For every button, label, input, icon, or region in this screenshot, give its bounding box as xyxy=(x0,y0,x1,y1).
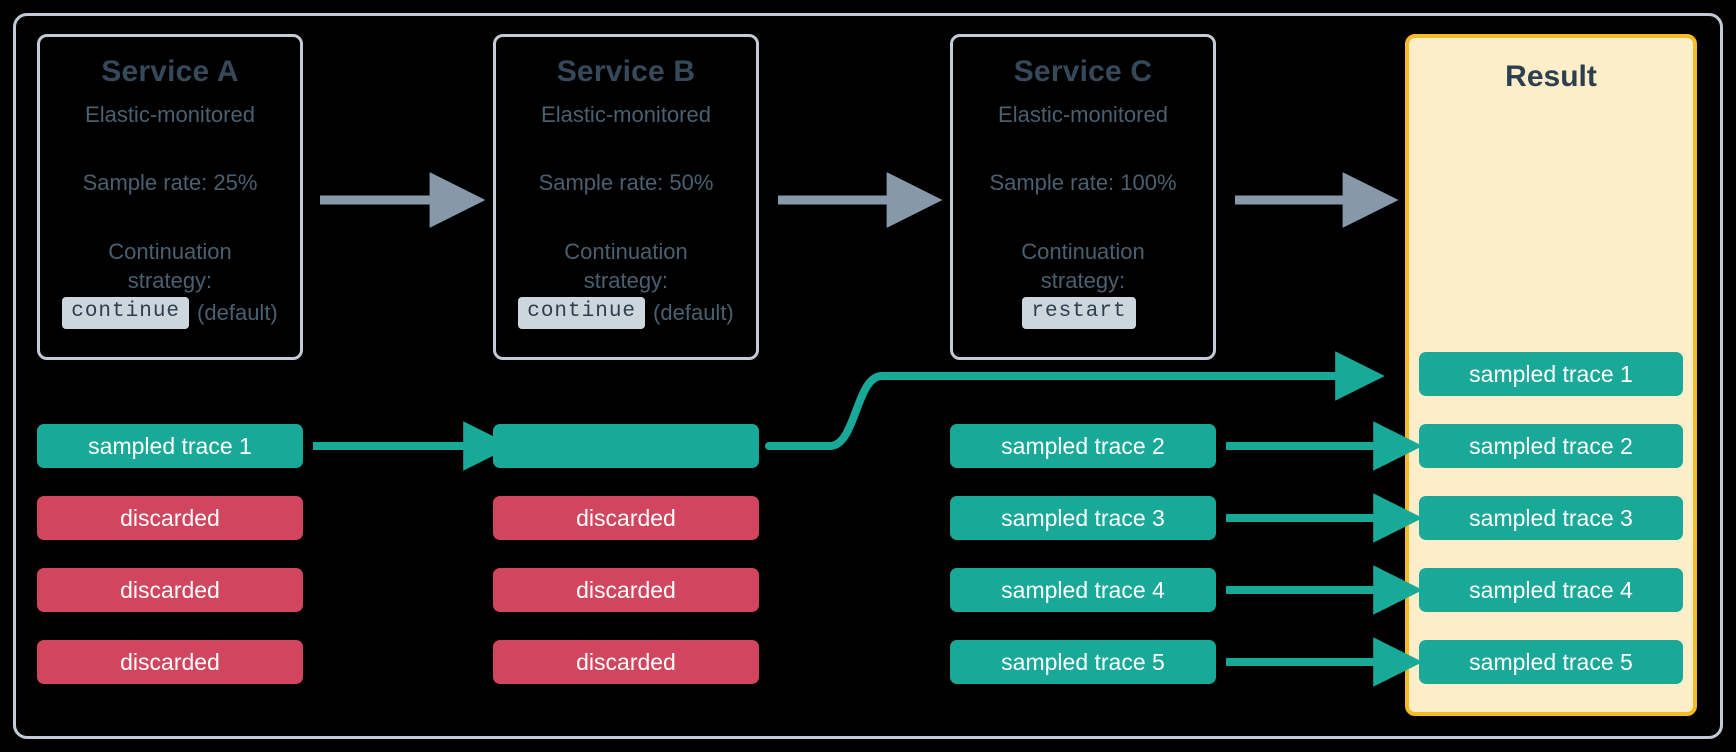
trace-pill[interactable]: sampled trace 4 xyxy=(950,568,1216,612)
trace-pill[interactable] xyxy=(493,424,759,468)
trace-pill[interactable]: discarded xyxy=(493,640,759,684)
result-trace-pill[interactable]: sampled trace 3 xyxy=(1419,496,1683,540)
result-trace-pill[interactable]: sampled trace 2 xyxy=(1419,424,1683,468)
service-card-c[interactable]: Service C Elastic-monitored Sample rate:… xyxy=(950,34,1216,360)
strategy-label-line-1: Continuation xyxy=(108,238,232,264)
service-monitored-label: Elastic-monitored xyxy=(85,102,255,127)
trace-pill-label: sampled trace 3 xyxy=(1001,504,1165,531)
trace-pill-label: discarded xyxy=(576,504,676,531)
result-trace-pill[interactable]: sampled trace 5 xyxy=(1419,640,1683,684)
strategy-value-code: continue xyxy=(62,297,190,329)
trace-pill[interactable]: discarded xyxy=(493,496,759,540)
service-title: Service C xyxy=(1013,55,1153,88)
trace-pill[interactable]: sampled trace 3 xyxy=(950,496,1216,540)
trace-pill-label: discarded xyxy=(576,648,676,675)
service-monitored-label: Elastic-monitored xyxy=(541,102,711,127)
service-sample-rate: Sample rate: 100% xyxy=(989,170,1177,196)
strategy-label-line-1: Continuation xyxy=(1021,238,1145,264)
service-monitored-label: Elastic-monitored xyxy=(998,102,1168,127)
trace-pill-label: sampled trace 4 xyxy=(1001,576,1165,603)
service-continuation-strategy: Continuation strategy: restart xyxy=(1021,237,1145,329)
trace-pill[interactable]: discarded xyxy=(493,568,759,612)
result-title: Result xyxy=(1505,60,1597,93)
service-title: Service B xyxy=(556,55,696,88)
trace-pill-label: discarded xyxy=(120,648,220,675)
strategy-label-line-1: Continuation xyxy=(564,238,688,264)
strategy-value-row: restart xyxy=(1021,297,1145,329)
trace-pill-label: discarded xyxy=(120,504,220,531)
result-trace-label: sampled trace 4 xyxy=(1469,576,1633,603)
strategy-value-code: continue xyxy=(518,297,646,329)
result-trace-label: sampled trace 1 xyxy=(1469,360,1633,387)
trace-pill[interactable]: discarded xyxy=(37,496,303,540)
strategy-label-line-2: strategy: xyxy=(127,268,213,294)
result-trace-label: sampled trace 3 xyxy=(1469,504,1633,531)
service-card-a[interactable]: Service A Elastic-monitored Sample rate:… xyxy=(37,34,303,360)
trace-pill-label: sampled trace 5 xyxy=(1001,648,1165,675)
result-trace-label: sampled trace 2 xyxy=(1469,432,1633,459)
service-title: Service A xyxy=(101,55,239,88)
service-card-b[interactable]: Service B Elastic-monitored Sample rate:… xyxy=(493,34,759,360)
service-continuation-strategy: Continuation strategy: continue (default… xyxy=(518,237,734,329)
result-trace-pill[interactable]: sampled trace 4 xyxy=(1419,568,1683,612)
trace-pill[interactable]: sampled trace 1 xyxy=(37,424,303,468)
strategy-label-line-2: strategy: xyxy=(1040,268,1126,294)
strategy-default-note: (default) xyxy=(197,300,278,326)
result-trace-pill[interactable]: sampled trace 1 xyxy=(1419,352,1683,396)
strategy-value-code: restart xyxy=(1022,297,1136,329)
service-sample-rate: Sample rate: 25% xyxy=(82,170,258,196)
strategy-default-note: (default) xyxy=(653,300,734,326)
trace-pill[interactable]: discarded xyxy=(37,568,303,612)
trace-pill[interactable]: sampled trace 5 xyxy=(950,640,1216,684)
strategy-value-row: continue (default) xyxy=(518,297,734,329)
trace-pill-label: sampled trace 2 xyxy=(1001,432,1165,459)
strategy-value-row: continue (default) xyxy=(62,297,278,329)
service-sample-rate: Sample rate: 50% xyxy=(538,170,714,196)
trace-pill[interactable]: discarded xyxy=(37,640,303,684)
service-continuation-strategy: Continuation strategy: continue (default… xyxy=(62,237,278,329)
strategy-label-line-2: strategy: xyxy=(583,268,669,294)
result-trace-label: sampled trace 5 xyxy=(1469,648,1633,675)
trace-pill[interactable]: sampled trace 2 xyxy=(950,424,1216,468)
trace-pill-label: discarded xyxy=(576,576,676,603)
trace-pill-label: discarded xyxy=(120,576,220,603)
trace-pill-label: sampled trace 1 xyxy=(88,432,252,459)
